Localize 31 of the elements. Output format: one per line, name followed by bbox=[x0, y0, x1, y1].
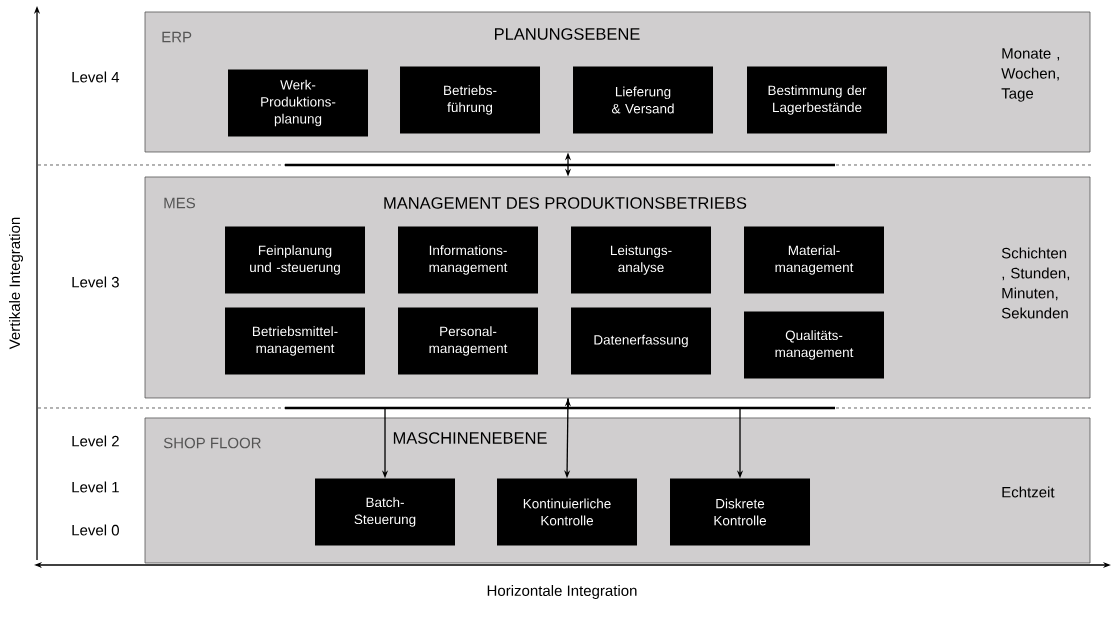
function-box: Qualitäts- management bbox=[744, 311, 884, 379]
function-box: Personal- management bbox=[398, 307, 538, 375]
function-box: Material- management bbox=[744, 226, 884, 294]
panel-title: MASCHINENEBENE bbox=[391, 431, 549, 445]
level-label: Level 4 bbox=[72, 71, 120, 83]
function-box: Batch- Steuerung bbox=[315, 478, 455, 546]
function-box: Feinplanung und -steuerung bbox=[225, 226, 365, 294]
time-label: Schichten , Stunden, Minuten, Sekunden bbox=[1001, 247, 1070, 319]
function-box: Werk- Produktions- planung bbox=[228, 69, 368, 137]
function-box: Diskrete Kontrolle bbox=[670, 478, 810, 546]
function-box: Lieferung & Versand bbox=[573, 66, 713, 134]
level-label: Level 0 bbox=[72, 524, 119, 536]
function-box: Betriebsmittel- management bbox=[225, 307, 365, 375]
panel-tag: ERP bbox=[162, 31, 192, 43]
axis-label: Vertikale Integration bbox=[9, 217, 23, 350]
axis-label: Horizontale Integration bbox=[487, 585, 637, 599]
panel-tag: MES bbox=[164, 197, 196, 209]
panel-tag: SHOP FLOOR bbox=[163, 437, 261, 449]
time-label: Echtzeit bbox=[1002, 486, 1055, 498]
panel-title: MANAGEMENT DES PRODUKTIONSBETRIEBS bbox=[382, 196, 748, 210]
function-box: Kontinuierliche Kontrolle bbox=[497, 478, 637, 546]
panel-title: PLANUNGSEBENE bbox=[492, 27, 642, 41]
function-box: Informations- management bbox=[398, 226, 538, 294]
function-box: Bestimmung der Lagerbestände bbox=[747, 66, 887, 134]
function-box: Betriebs- führung bbox=[400, 66, 540, 134]
level-label: Level 3 bbox=[72, 276, 119, 288]
level-label: Level 2 bbox=[72, 435, 119, 447]
function-box: Leistungs- analyse bbox=[571, 226, 711, 294]
time-label: Monate , Wochen, Tage bbox=[1001, 48, 1060, 102]
function-box: Datenerfassung bbox=[571, 307, 711, 375]
level-label: Level 1 bbox=[72, 481, 119, 493]
